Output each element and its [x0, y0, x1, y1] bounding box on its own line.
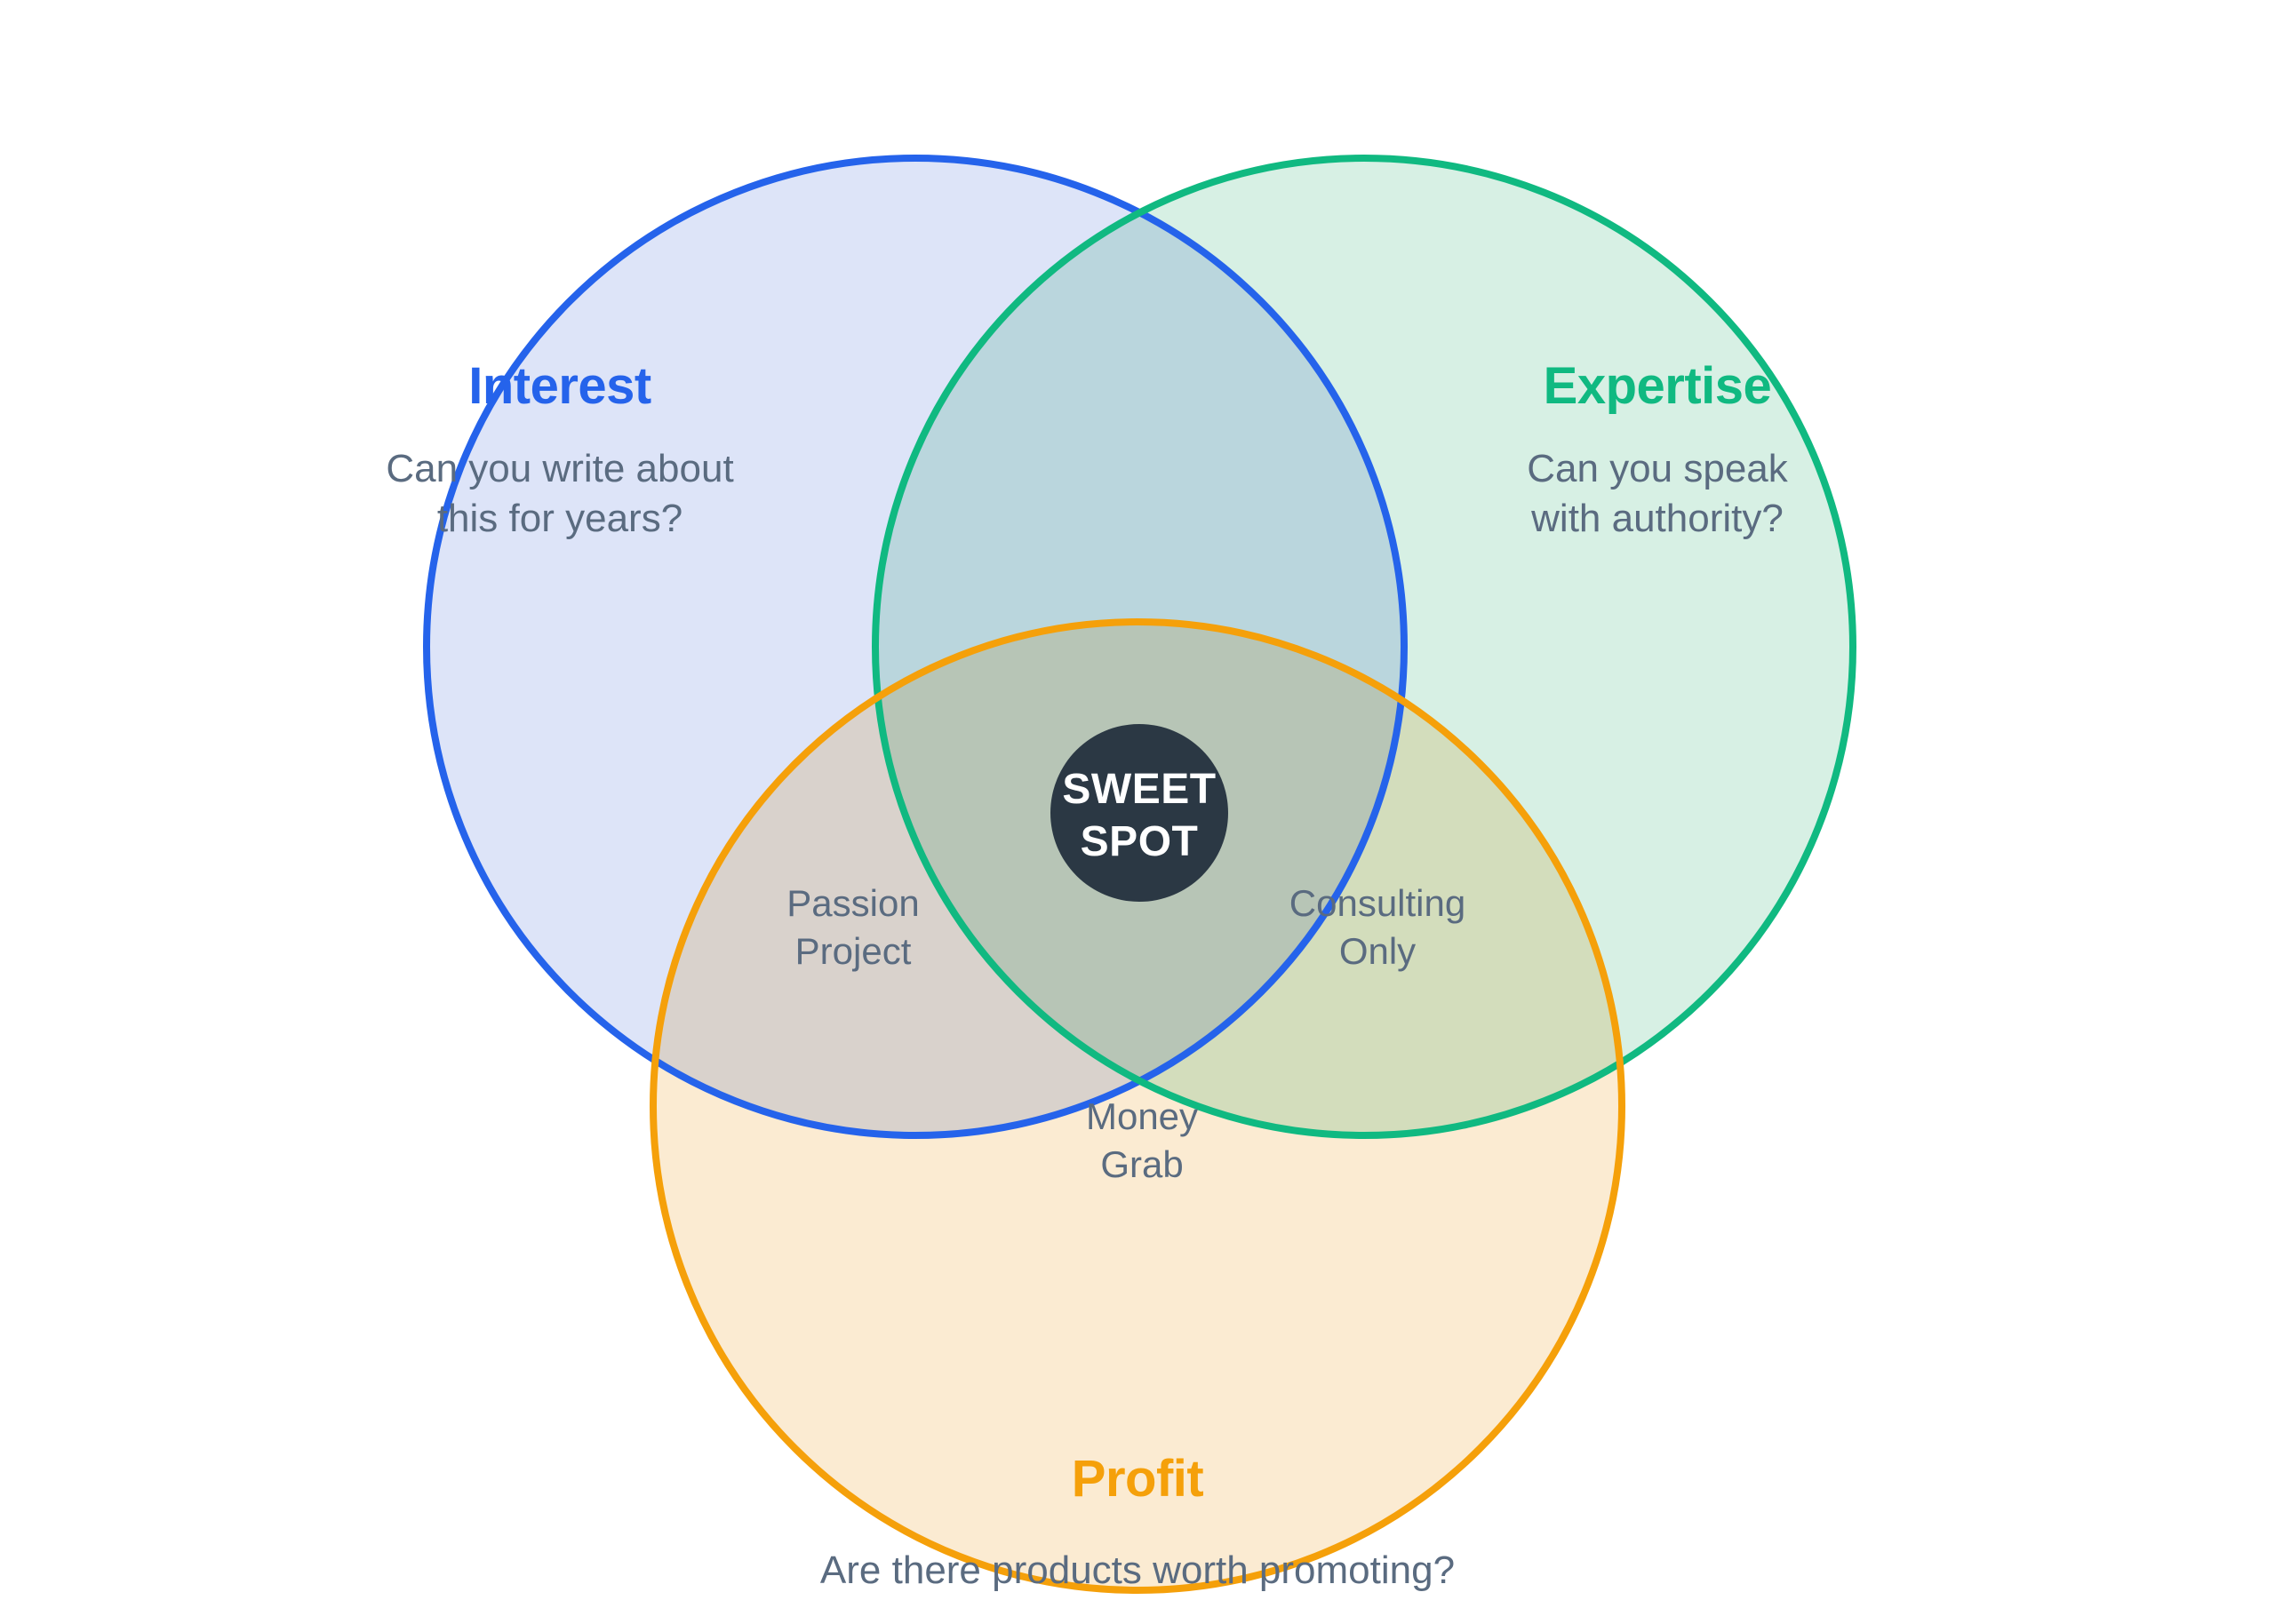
- circle-fill-profit: [653, 622, 1622, 1590]
- set-subtitle-interest: Can you write about this for years?: [386, 447, 734, 541]
- venn-strokes: [423, 155, 1856, 1594]
- set-title-profit: Profit: [1071, 1450, 1204, 1508]
- circle-outline-interest: [423, 155, 1408, 1139]
- intersection-label-interest-expertise: Consulting Only: [1289, 882, 1466, 972]
- intersection-label-expertise-profit: Money Grab: [1085, 1095, 1199, 1185]
- set-title-expertise: Expertise: [1543, 357, 1772, 415]
- set-title-interest: Interest: [468, 357, 651, 415]
- circle-outline-expertise: [872, 155, 1856, 1139]
- set-subtitle-profit: Are there products worth promoting?: [819, 1548, 1456, 1592]
- sweet-spot-circle: [1050, 724, 1228, 902]
- circle-outline-profit: [650, 618, 1625, 1594]
- venn-fills: [427, 158, 1853, 1590]
- intersection-label-interest-profit: Passion Project: [786, 882, 920, 972]
- set-subtitle-expertise: Can you speak with authority?: [1527, 447, 1788, 541]
- sweet-spot-label: SWEET SPOT: [1062, 766, 1217, 865]
